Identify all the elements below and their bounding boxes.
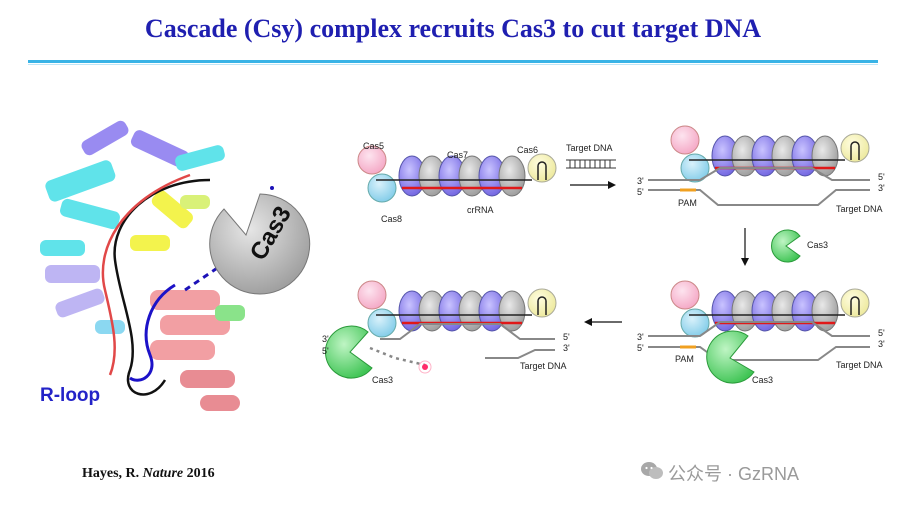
title-divider-light (28, 64, 878, 65)
cas7-label: Cas7 (447, 150, 468, 160)
citation-year: 2016 (186, 466, 215, 481)
p4-three-prime-right: 3' (563, 343, 570, 353)
watermark-text: 公众号 · GzRNA (668, 464, 800, 484)
rloop-label: R-loop (40, 385, 101, 406)
crrna-label: crRNA (467, 205, 494, 215)
p3-three-prime-left: 3' (637, 332, 644, 342)
p3-three-prime-right: 3' (878, 339, 885, 349)
p3-cas3-label: Cas3 (752, 375, 773, 385)
citation-author: Hayes, R. (82, 466, 140, 481)
cascade-structure-image (25, 105, 311, 435)
cleavage-arrow (584, 318, 622, 326)
p2-three-prime-right: 3' (878, 183, 885, 193)
target-dna-icon-label: Target DNA (566, 143, 613, 153)
p2-target-dna-label: Target DNA (836, 204, 883, 214)
cas3-recruitment-step: Cas3 (741, 228, 828, 266)
p3-target-dna-label: Target DNA (836, 360, 883, 370)
p3-pam-label: PAM (675, 354, 694, 364)
citation-journal: Nature (142, 466, 184, 481)
cas8-label: Cas8 (381, 214, 402, 224)
p2-five-prime-left: 5' (637, 187, 644, 197)
p4-three-prime-left: 3' (322, 334, 329, 344)
p4-target-dna-label: Target DNA (520, 361, 567, 371)
p4-cas3-label: Cas3 (372, 375, 393, 385)
panel-cascade-bound: 3' 5' 5' 3' PAM Target DNA (637, 124, 885, 214)
citation: Hayes, R. Nature 2016 (82, 466, 215, 482)
panel-cas3-bound: 3' 5' 5' 3' PAM Target DNA Cas3 (637, 279, 885, 385)
cas5-label: Cas5 (363, 141, 384, 151)
p4-five-prime-right: 5' (563, 332, 570, 342)
p3-five-prime-left: 5' (637, 343, 644, 353)
p2-five-prime-right: 5' (878, 172, 885, 182)
wechat-icon (641, 462, 663, 479)
p2-pam-label: PAM (678, 198, 697, 208)
panel-free-cascade: Cas5 Cas7 Cas6 Cas8 crRNA (356, 141, 558, 224)
p2-cas3-label: Cas3 (807, 240, 828, 250)
title-divider (28, 60, 878, 63)
p3-five-prime-right: 5' (878, 328, 885, 338)
p2-three-prime-left: 3' (637, 176, 644, 186)
target-dna-addition: Target DNA (566, 143, 616, 189)
panel-dna-cleaved: 3' 5' 5' 3' Target DNA Cas3 (322, 279, 570, 385)
slide-title: Cascade (Csy) complex recruits Cas3 to c… (144, 14, 762, 43)
p4-five-prime-left: 5' (322, 346, 329, 356)
cas6-label: Cas6 (517, 145, 538, 155)
